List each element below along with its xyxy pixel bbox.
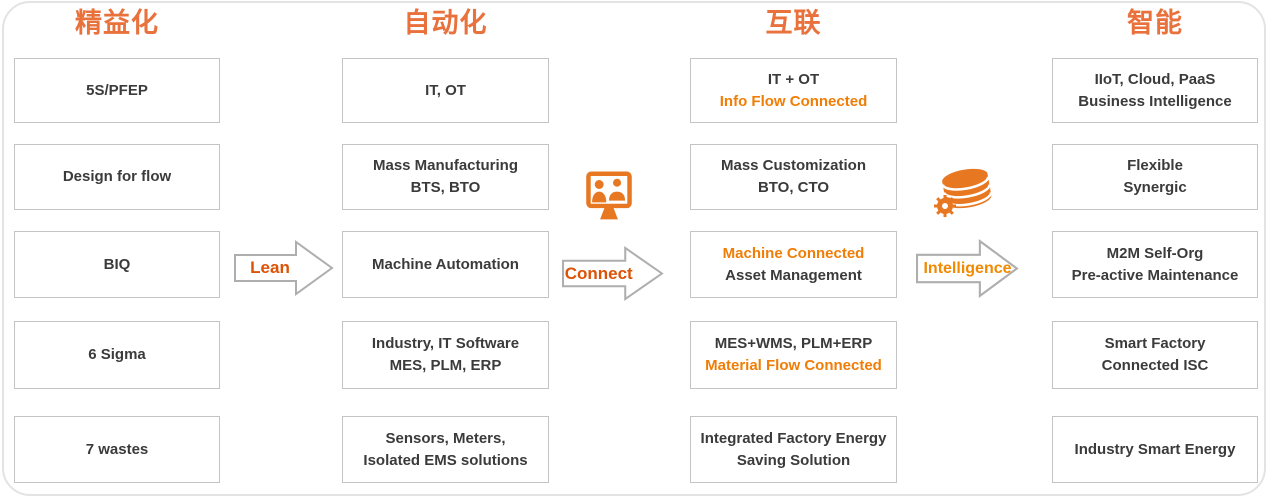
box-line: IT + OT	[767, 70, 820, 88]
box-machine-connected: Machine Connected Asset Management	[690, 231, 897, 298]
intelligence-arrow: Intelligence	[916, 239, 1019, 298]
box-line-highlight: Material Flow Connected	[705, 357, 882, 374]
box-line-highlight: Info Flow Connected	[719, 92, 868, 110]
box-line: Mass Manufacturing	[372, 157, 519, 174]
box-iiot-cloud-paas: IIoT, Cloud, PaaS Business Intelligence	[1052, 58, 1258, 123]
box-line: M2M Self-Org	[1106, 244, 1204, 262]
box-line: Saving Solution	[736, 451, 851, 469]
box-line: BTS, BTO	[410, 179, 481, 196]
column-title-intelligence-phase: 智能	[1127, 8, 1183, 38]
box-6-sigma: 6 Sigma	[14, 321, 220, 389]
box-line: 7 wastes	[85, 440, 149, 458]
screen-people-icon	[584, 168, 634, 226]
box-line: Machine Automation	[372, 255, 519, 273]
box-m2m-self-org: M2M Self-Org Pre-active Maintenance	[1052, 231, 1258, 298]
box-it-ot: IT, OT	[342, 58, 549, 123]
column-title-lean-phase: 精益化	[75, 8, 159, 38]
box-sensors-meters: Sensors, Meters, Isolated EMS solutions	[342, 416, 549, 483]
box-line: Isolated EMS solutions	[363, 451, 528, 469]
box-line: Smart Factory	[1104, 335, 1206, 352]
connect-arrow: Connect	[562, 246, 664, 301]
database-gear-icon	[932, 168, 996, 218]
box-line: Design for flow	[62, 168, 172, 185]
box-line: Pre-active Maintenance	[1071, 266, 1239, 284]
arrow-label-connect: Connect	[564, 263, 633, 283]
box-line-highlight: Machine Connected	[722, 244, 865, 262]
box-line: Sensors, Meters,	[385, 429, 506, 447]
block-arrow-shape	[562, 246, 664, 301]
box-7-wastes: 7 wastes	[14, 416, 220, 483]
box-line: Asset Management	[725, 266, 862, 284]
box-line: BIQ	[103, 255, 131, 273]
box-line: 6 Sigma	[88, 346, 146, 363]
box-line: Flexible	[1127, 157, 1183, 174]
arrow-label-lean: Lean	[250, 258, 290, 277]
gear-part	[934, 195, 956, 217]
box-smart-factory: Smart Factory Connected ISC	[1052, 321, 1258, 389]
box-machine-automation: Machine Automation	[342, 231, 549, 298]
box-flexible-synergic: Flexible Synergic	[1052, 144, 1258, 210]
box-5s-pfep: 5S/PFEP	[14, 58, 220, 123]
box-mes-wms-plm-erp: MES+WMS, PLM+ERP Material Flow Connected	[690, 321, 897, 389]
box-line: BTO, CTO	[757, 179, 830, 196]
box-design-for-flow: Design for flow	[14, 144, 220, 210]
block-arrow-shape	[234, 240, 334, 296]
box-line: Connected ISC	[1101, 357, 1209, 374]
box-line: Industry Smart Energy	[1074, 440, 1236, 458]
lean-arrow: Lean	[234, 240, 334, 296]
box-line: MES, PLM, ERP	[389, 357, 502, 374]
box-it-plus-ot: IT + OT Info Flow Connected	[690, 58, 897, 123]
arrow-label-intelligence: Intelligence	[923, 259, 1012, 277]
block-arrow-shape	[916, 239, 1019, 298]
box-integrated-factory-energy: Integrated Factory Energy Saving Solutio…	[690, 416, 897, 483]
box-biq: BIQ	[14, 231, 220, 298]
box-line: Business Intelligence	[1078, 92, 1232, 110]
box-line: Synergic	[1123, 179, 1187, 196]
box-line: IT, OT	[425, 81, 466, 99]
column-title-interconnect-phase: 互联	[765, 8, 822, 38]
column-title-automation-phase: 自动化	[403, 8, 488, 38]
box-line: Integrated Factory Energy	[700, 429, 887, 447]
box-line: Mass Customization	[720, 157, 867, 174]
box-line: MES+WMS, PLM+ERP	[714, 335, 873, 352]
box-mass-manufacturing: Mass Manufacturing BTS, BTO	[342, 144, 549, 210]
box-line: Industry, IT Software	[371, 335, 520, 352]
box-industry-it-software: Industry, IT Software MES, PLM, ERP	[342, 321, 549, 389]
box-line: 5S/PFEP	[86, 81, 148, 99]
box-line: IIoT, Cloud, PaaS	[1094, 70, 1216, 88]
box-mass-customization: Mass Customization BTO, CTO	[690, 144, 897, 210]
box-industry-smart-energy: Industry Smart Energy	[1052, 416, 1258, 483]
